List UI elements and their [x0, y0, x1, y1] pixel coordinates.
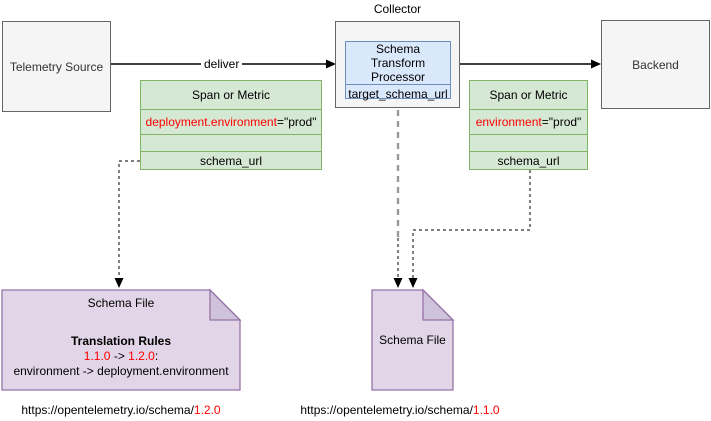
backend-node: Backend [601, 20, 710, 109]
processor-title: Schema Transform Processor [370, 42, 426, 84]
span-left-schema-url-field: schema_url [141, 151, 321, 169]
span-right-header: Span or Metric [489, 88, 568, 102]
span-right-attr-name: environment [475, 115, 542, 129]
span-right-empty-row [470, 134, 587, 151]
collector-to-backend-arrow [460, 59, 601, 69]
span-right-schema-url-field: schema_url [470, 151, 587, 169]
span-left-header: Span or Metric [191, 88, 271, 102]
schema-url-right-connector [408, 170, 531, 288]
translation-rule-detail: environment -> deployment.environment [13, 364, 229, 378]
translation-rules-versions: 1.1.0 -> 1.2.0: [83, 349, 159, 363]
span-or-metric-left-table: Span or Metric deployment.environment="p… [140, 80, 322, 170]
schema-file-left-rules: Translation Rules 1.1.0 -> 1.2.0: enviro… [2, 334, 240, 379]
schema-file-mid-title: Schema File [379, 333, 446, 347]
target-schema-url-field: target_schema_url [346, 84, 450, 103]
schema-transform-processor-node: Schema Transform Processor target_schema… [345, 41, 451, 101]
telemetry-source-node: Telemetry Source [2, 21, 111, 112]
deliver-edge-label: deliver [201, 57, 243, 71]
span-right-attr-value: ="prod" [541, 115, 582, 129]
span-right-attribute-row: environment="prod" [470, 109, 587, 134]
span-left-attr-value: ="prod" [276, 115, 317, 129]
schema-url-left-connector [114, 160, 140, 288]
translation-rules-heading: Translation Rules [70, 334, 172, 348]
backend-label: Backend [632, 57, 679, 72]
schema-file-left-title: Schema File [87, 296, 155, 310]
span-left-empty-row [141, 134, 321, 151]
schema-url-right-text: https://opentelemetry.io/schema/1.1.0 [300, 403, 500, 417]
telemetry-source-label: Telemetry Source [9, 59, 104, 74]
span-or-metric-right-table: Span or Metric environment="prod" schema… [469, 80, 588, 170]
collector-title: Collector [373, 2, 422, 16]
schema-file-mid-shape [371, 288, 455, 391]
span-left-attribute-row: deployment.environment="prod" [141, 109, 321, 134]
schema-file-left-shape [1, 288, 242, 391]
target-schema-url-connector [393, 99, 403, 288]
span-left-attr-name: deployment.environment [145, 115, 277, 129]
schema-url-left-text: https://opentelemetry.io/schema/1.2.0 [21, 403, 221, 417]
